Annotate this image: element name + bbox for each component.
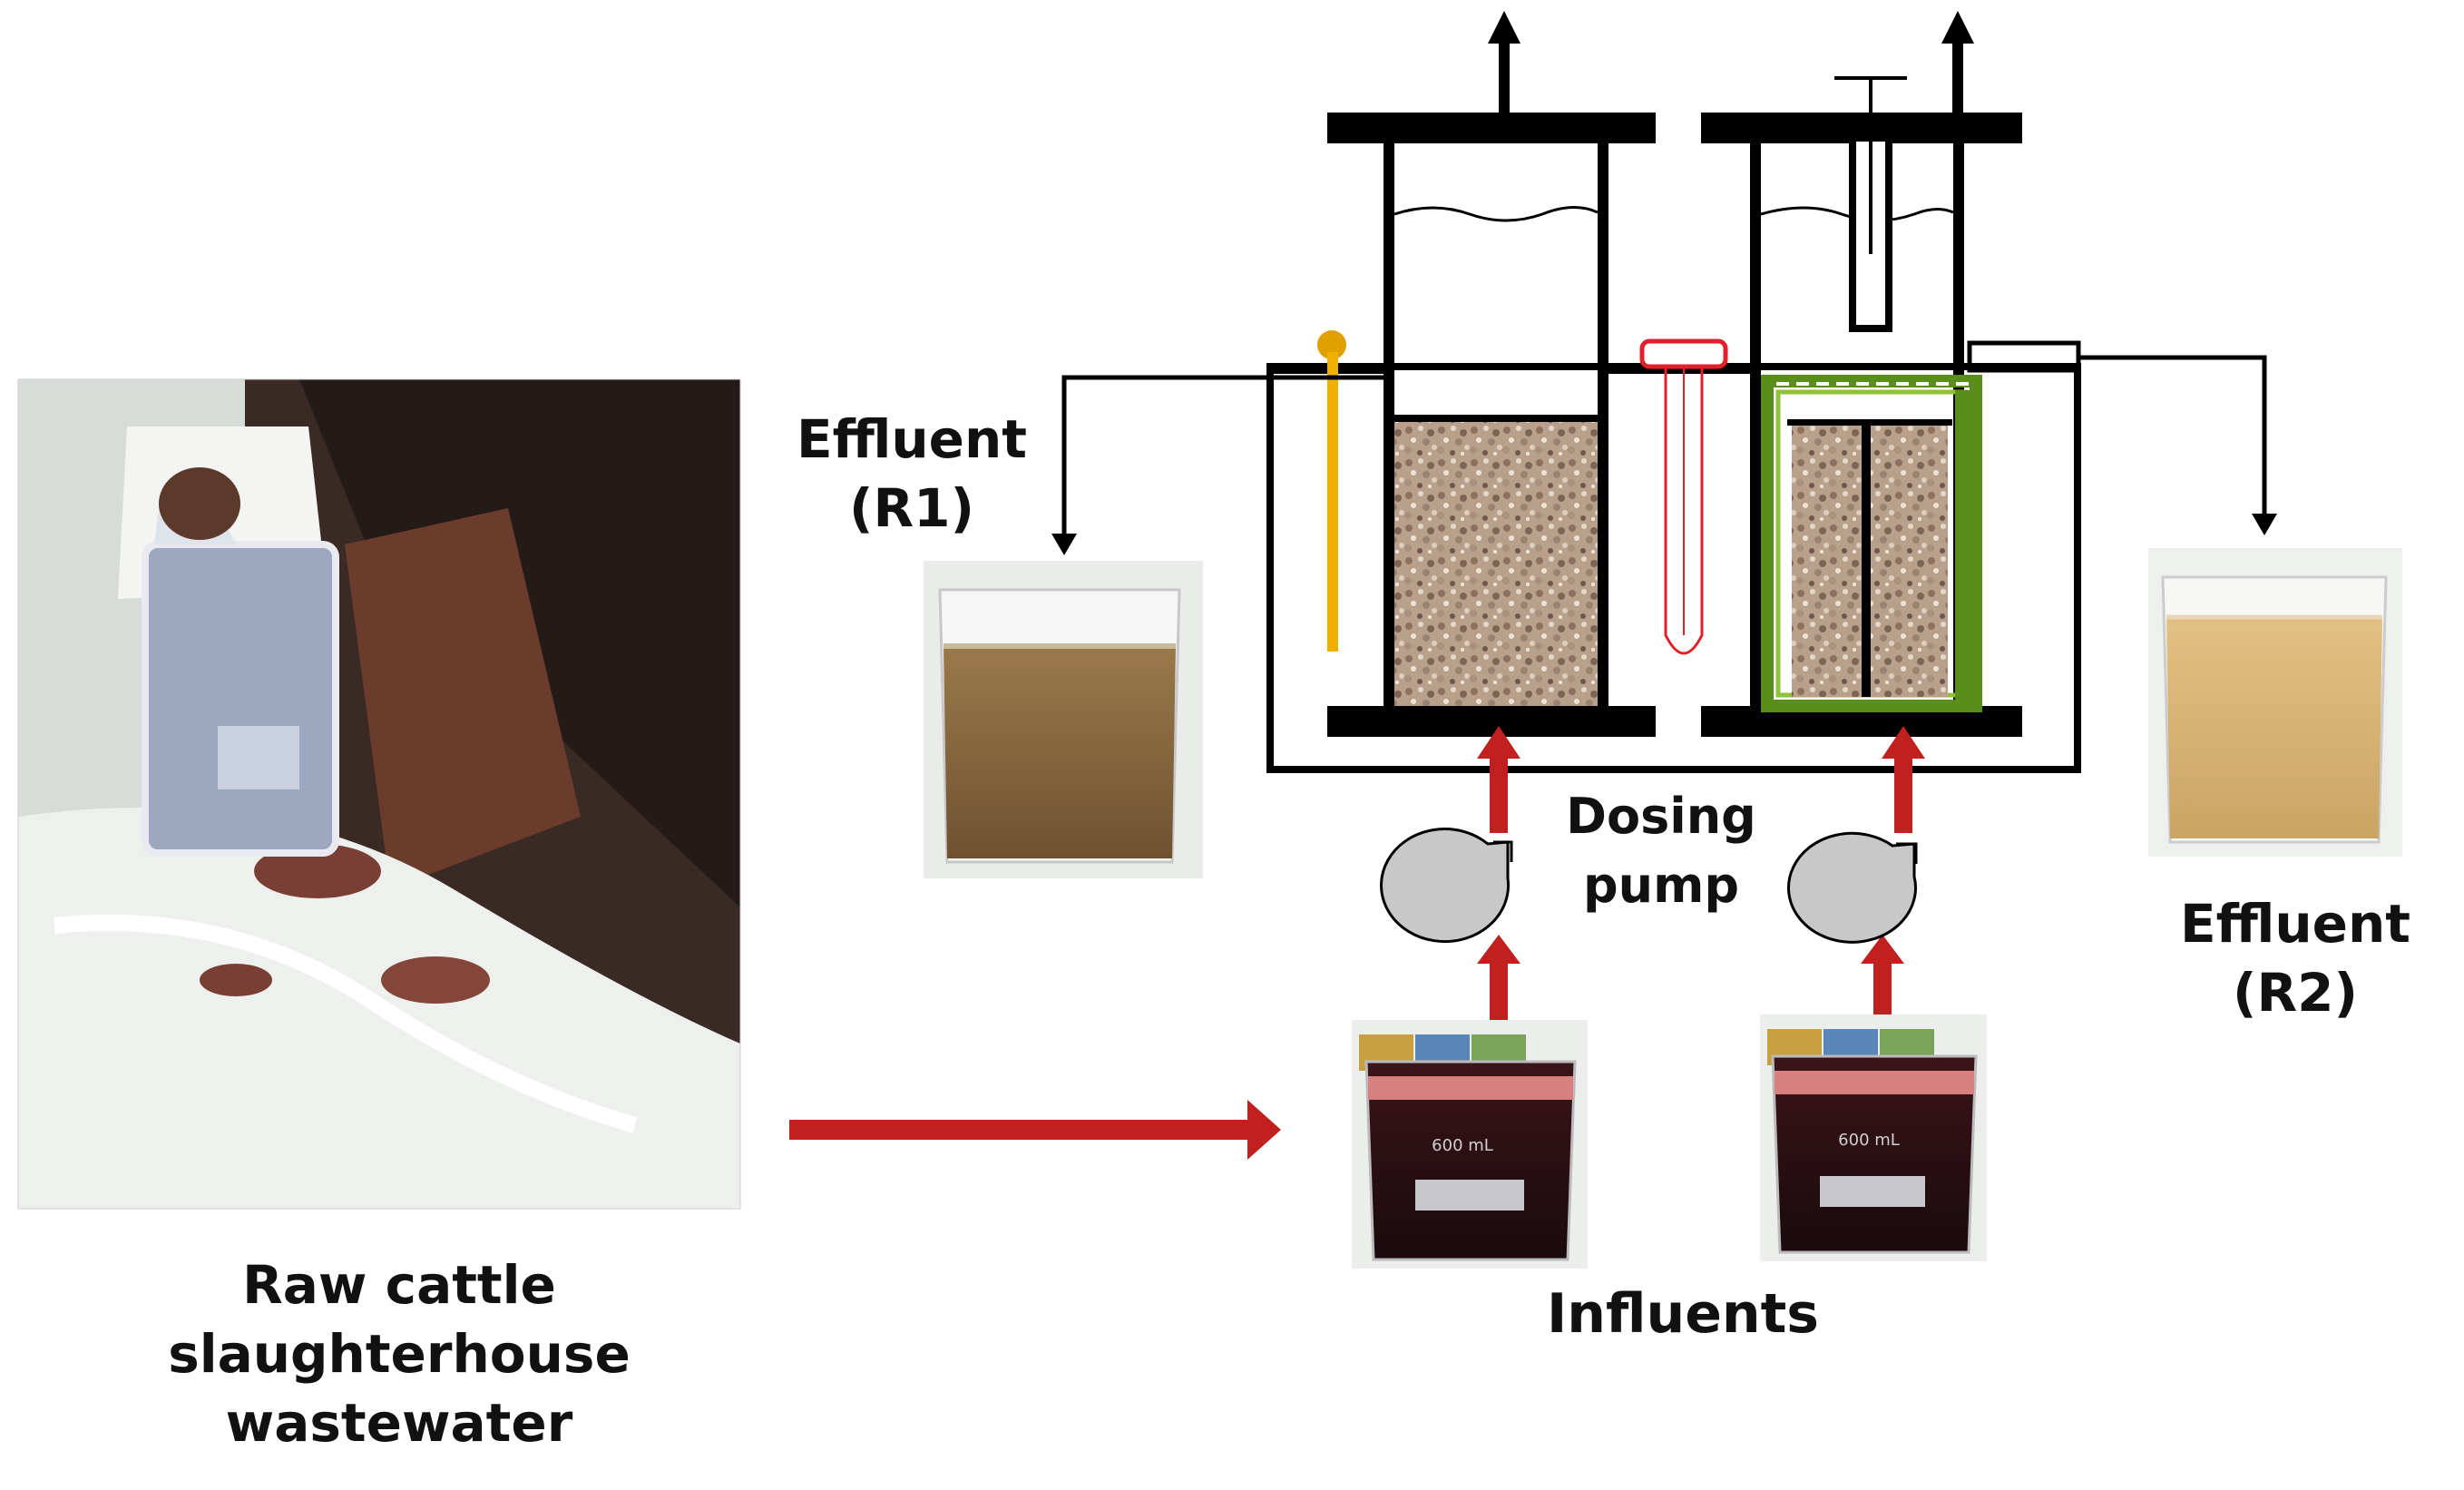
dosing-pump-icon-r2 <box>1786 831 1918 944</box>
raw-wastewater-line-1: Raw cattle <box>242 1254 556 1316</box>
beaker-effluent-r2 <box>2148 548 2402 857</box>
probe-icon <box>1639 338 1728 655</box>
effluent-r2-label: Effluent (R2) <box>2141 889 2449 1027</box>
sampling-tube <box>1834 76 1907 332</box>
effluent-r1-line-1: Effluent <box>796 408 1027 470</box>
beaker-volume-label-1: 600 mL <box>1432 1136 1493 1155</box>
influents-label: Influents <box>1546 1282 1820 1346</box>
dosing-pump-line-1: Dosing <box>1566 788 1756 845</box>
reactor-r1 <box>1327 11 1656 737</box>
raw-wastewater-line-3: wastewater <box>225 1392 573 1454</box>
dosing-pump-line-2: pump <box>1582 857 1740 914</box>
effluent-r1-label: Effluent (R1) <box>753 405 1071 543</box>
effluent-r2-line-1: Effluent <box>2179 893 2410 955</box>
dosing-pump-icon <box>1380 828 1513 944</box>
beaker-icon-2: 600 mL <box>1760 1015 1987 1261</box>
raw-wastewater-label: Raw cattle slaughterhouse wastewater <box>100 1250 699 1457</box>
thermometer-icon <box>1317 330 1346 652</box>
membrane-module <box>1761 375 1982 712</box>
feed-line-r2 <box>1861 726 1925 1029</box>
raw-wastewater-line-2: slaughterhouse <box>168 1323 631 1385</box>
reactor-r2 <box>1701 11 2081 737</box>
feed-line-r1 <box>1477 726 1520 1029</box>
effluent-r1-line-2: (R1) <box>848 477 975 539</box>
dosing-pump-label: Dosing pump <box>1548 782 1775 920</box>
effluent-pipe-r1 <box>1051 375 1384 555</box>
effluent-pipe-r2 <box>2076 355 2277 535</box>
beaker-icon: 600 mL <box>1352 1020 1588 1269</box>
photo-slaughterhouse <box>17 378 741 1210</box>
beaker-effluent-r1 <box>924 561 1203 878</box>
effluent-r2-line-2: (R2) <box>2232 962 2359 1024</box>
flow-arrow <box>789 1100 1281 1160</box>
beaker-volume-label-2: 600 mL <box>1838 1131 1900 1150</box>
